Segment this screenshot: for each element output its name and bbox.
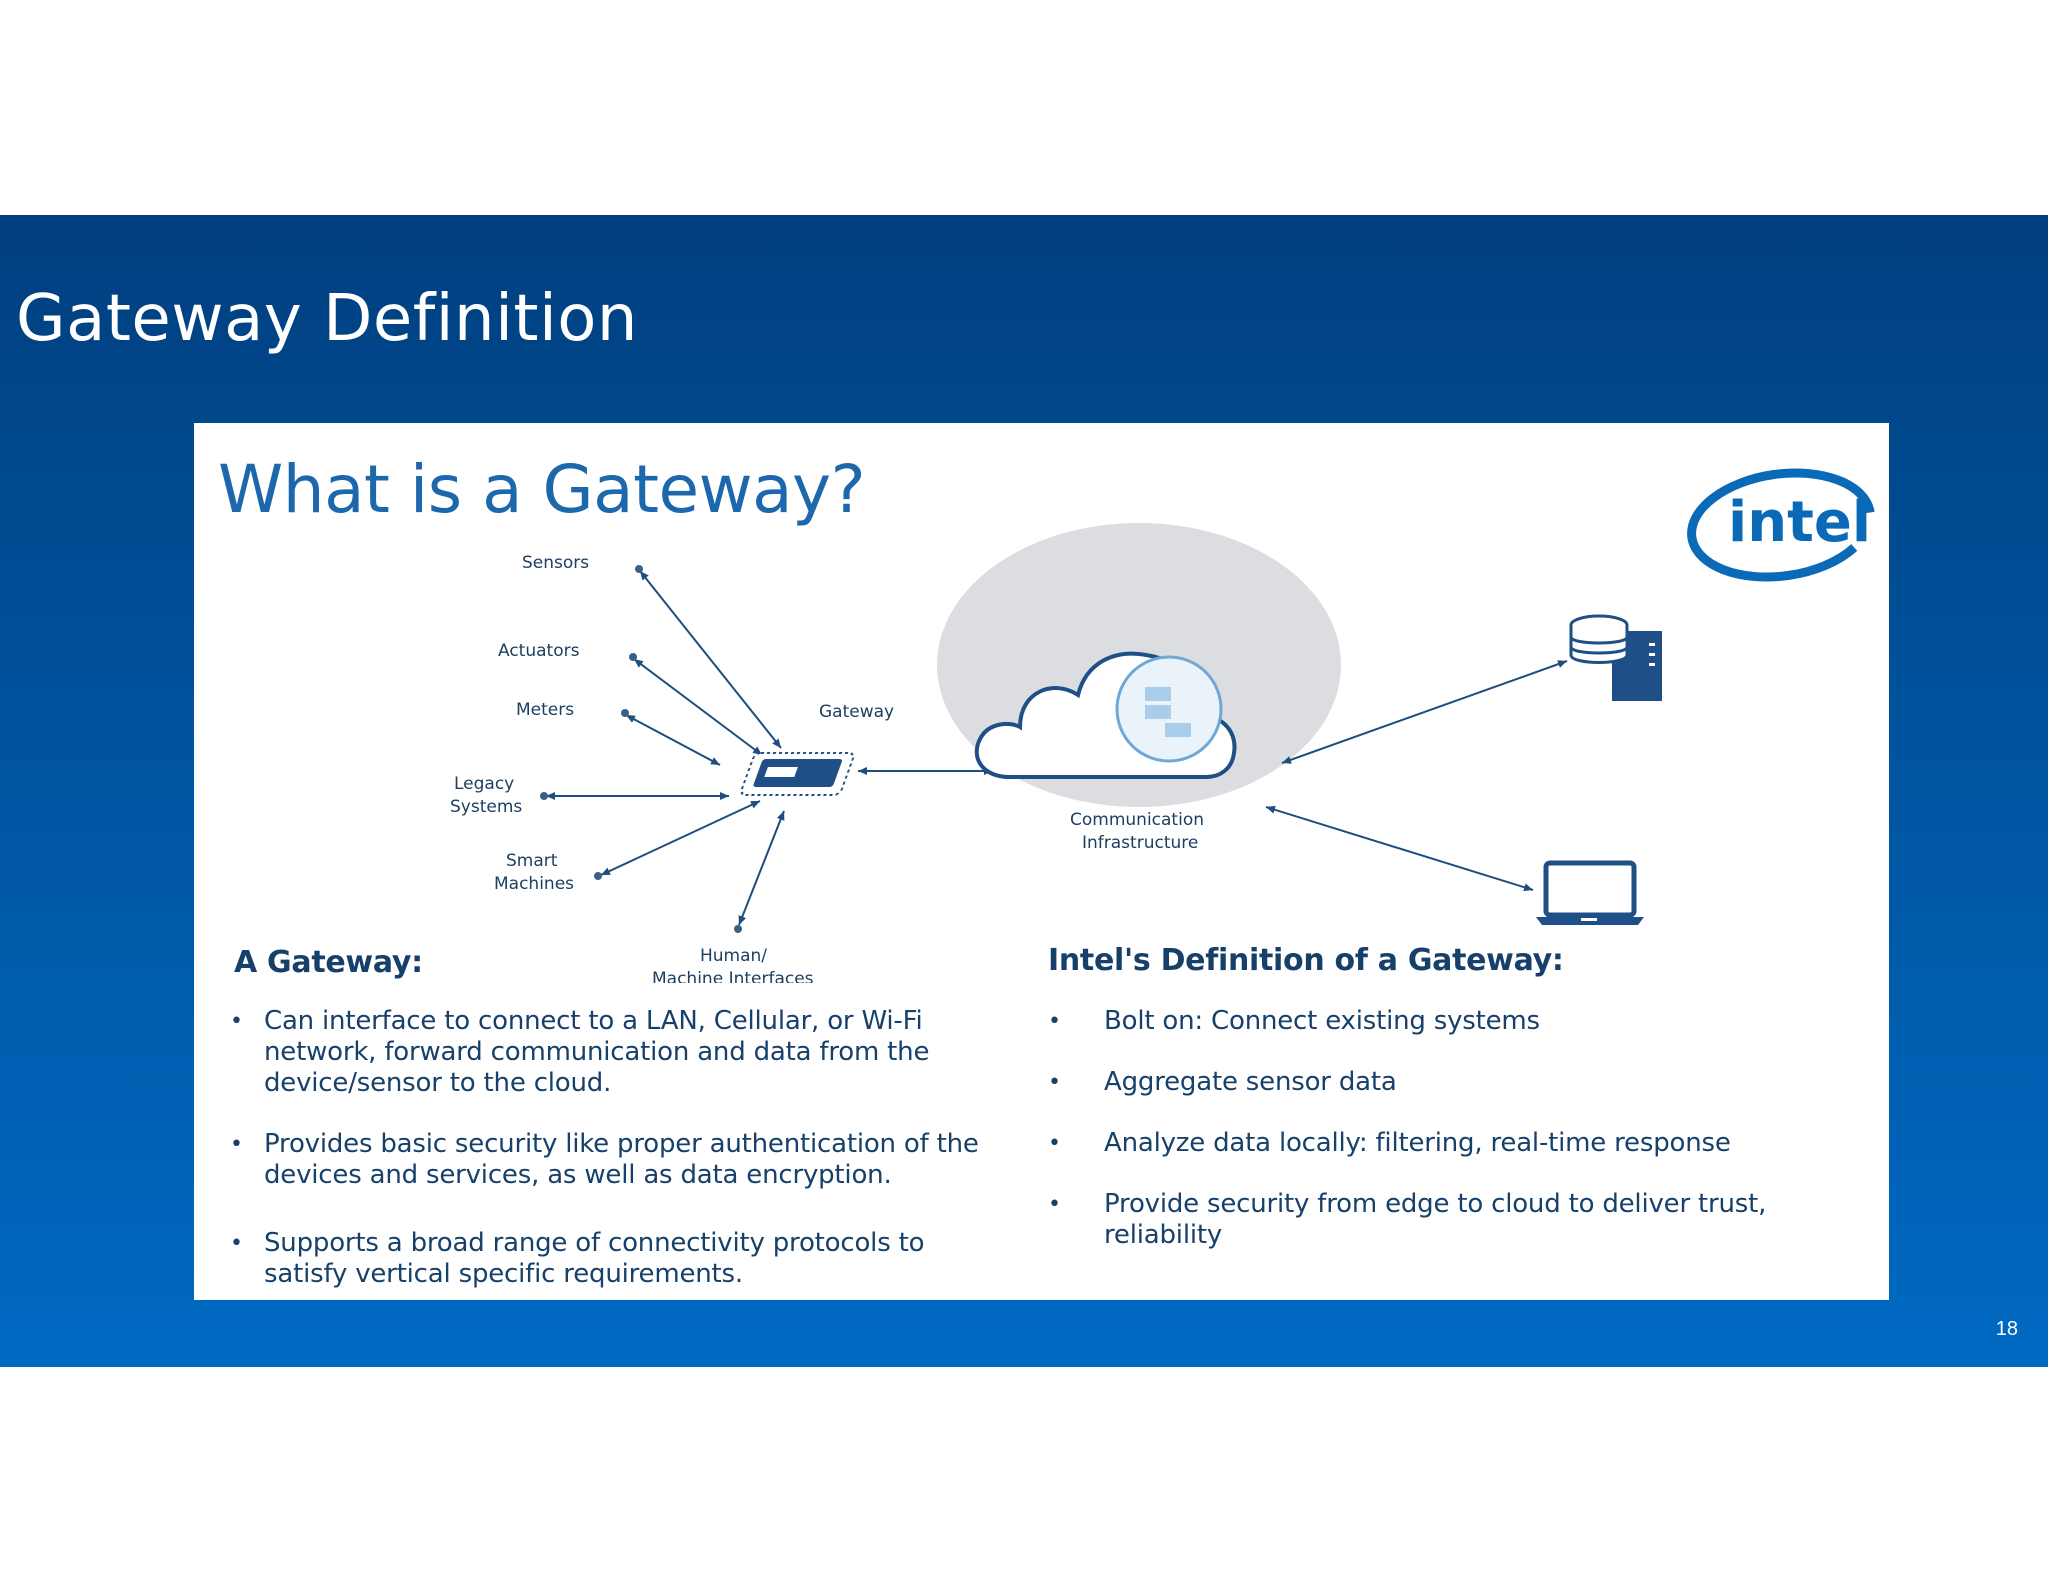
label-gateway: Gateway: [819, 702, 894, 722]
label-smart-1: Smart: [506, 851, 558, 871]
label-smart-2: Machines: [494, 874, 574, 894]
gateway-figure-panel: What is a Gateway? intel: [194, 423, 1889, 1300]
label-legacy-2: Systems: [450, 797, 522, 817]
actuators-dot: [629, 653, 637, 661]
list-item: •Supports a broad range of connectivity …: [230, 1228, 925, 1289]
label-communication-1: Communication: [1070, 810, 1204, 830]
panel-heading: What is a Gateway?: [218, 451, 866, 528]
cloud-icon: [974, 651, 1237, 779]
page-number: 18: [1995, 1318, 2018, 1340]
label-sensors: Sensors: [522, 553, 589, 573]
list-item: •Can interface to connect to a LAN, Cell…: [230, 1006, 930, 1098]
smart-machines-dot: [594, 872, 602, 880]
database-server-icon: [1569, 614, 1662, 701]
sensors-link: [639, 570, 782, 749]
laptop-icon: [1536, 860, 1644, 925]
intel-logo-text: intel: [1728, 490, 1871, 555]
sensors-dot: [635, 565, 643, 573]
label-actuators: Actuators: [498, 641, 580, 661]
left-column-title: A Gateway:: [234, 945, 423, 980]
list-item: •Bolt on: Connect existing systems: [1048, 1006, 1540, 1036]
hmi-link: [738, 810, 785, 926]
label-hmi-2: Machine Interfaces: [652, 969, 814, 983]
list-item: •Aggregate sensor data: [1048, 1067, 1397, 1097]
gateway-diagram: Sensors Actuators Meters Legacy Systems …: [450, 523, 1662, 983]
gateway-device-icon: [740, 752, 855, 796]
list-item: •Analyze data locally: filtering, real-t…: [1048, 1128, 1731, 1158]
gateway-bullet-list: •Can interface to connect to a LAN, Cell…: [230, 1006, 990, 1320]
cloud-laptop-link: [1265, 805, 1534, 892]
label-hmi-1: Human/: [700, 946, 767, 966]
intel-definition-bullet-list: •Bolt on: Connect existing systems •Aggr…: [1048, 1006, 1848, 1281]
cloud-server-link: [1281, 660, 1568, 764]
label-communication-2: Infrastructure: [1082, 833, 1198, 853]
label-meters: Meters: [516, 700, 574, 720]
hmi-dot: [734, 925, 742, 933]
legacy-dot: [540, 792, 548, 800]
meters-link: [625, 714, 721, 766]
actuators-link: [633, 658, 763, 756]
list-item: •Provides basic security like proper aut…: [230, 1129, 979, 1190]
list-item: •Provide security from edge to cloud to …: [1048, 1189, 1767, 1250]
label-legacy-1: Legacy: [454, 774, 514, 794]
intel-logo: intel: [1687, 468, 1875, 582]
slide-title: Gateway Definition: [16, 282, 638, 356]
meters-dot: [621, 709, 629, 717]
right-column-title: Intel's Definition of a Gateway:: [1048, 943, 1564, 978]
smart-machines-link: [600, 800, 761, 876]
